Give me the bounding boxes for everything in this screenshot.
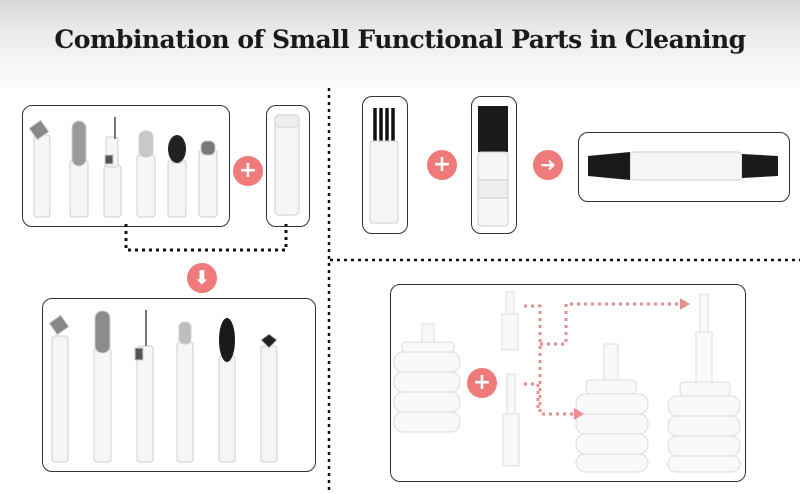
assembled-pens-illustration [48, 310, 278, 463]
tool-heads-panel [22, 105, 230, 227]
horizontal-divider [330, 258, 800, 262]
arrow-down-icon: ⬇ [187, 263, 217, 293]
plus-icon: + [427, 150, 457, 180]
plus-icon: + [467, 368, 497, 398]
double-brush-illustration [588, 151, 778, 181]
plus-icon: + [233, 156, 263, 186]
vertical-divider [327, 88, 331, 494]
page-title: Combination of Small Functional Parts in… [54, 25, 746, 54]
storage-tube-illustration [274, 114, 300, 216]
arrow-right-icon: ➜ [533, 150, 563, 180]
brush-holder-illustration [477, 106, 509, 227]
header-banner: Combination of Small Functional Parts in… [0, 0, 800, 88]
brush-illustration [369, 108, 399, 224]
connector-dotted-line [124, 224, 288, 252]
air-blower-illustration [393, 291, 741, 473]
tool-heads-illustration [28, 117, 218, 218]
